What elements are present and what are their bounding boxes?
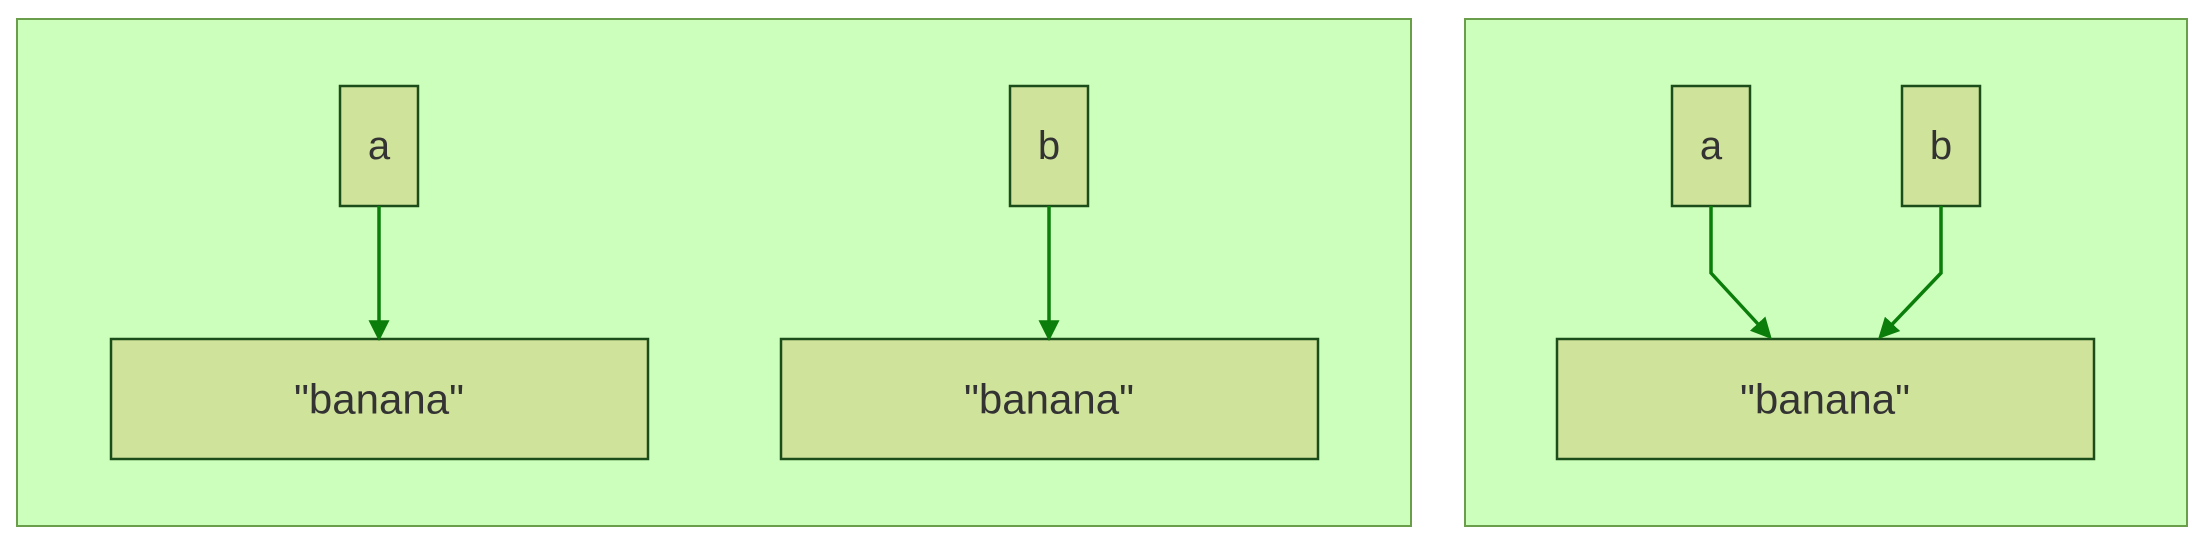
left-node-b: b xyxy=(1008,84,1090,208)
left-node-a-box xyxy=(338,84,420,208)
right-node-banana-box xyxy=(1555,337,2096,461)
left-node-b-label: b xyxy=(1038,124,1060,168)
right-node-a: a xyxy=(1670,84,1752,208)
left-node-banana-2-label: "banana" xyxy=(964,376,1134,423)
right-node-b-label: b xyxy=(1930,124,1952,168)
left-node-banana-1: "banana" xyxy=(109,337,650,461)
right-panel: a b "banana" xyxy=(1464,18,2188,527)
right-edge-b-to-banana xyxy=(1878,206,1943,340)
left-node-banana-1-label: "banana" xyxy=(294,376,464,423)
right-edge-a-to-banana xyxy=(1709,206,1772,340)
right-node-a-label: a xyxy=(1700,124,1723,168)
left-node-a: a xyxy=(338,84,420,208)
right-node-banana-label: "banana" xyxy=(1740,376,1910,423)
left-node-banana-2: "banana" xyxy=(779,337,1320,461)
left-panel: a b "banana" "banana" xyxy=(16,18,1412,527)
right-node-banana: "banana" xyxy=(1555,337,2096,461)
right-node-b: b xyxy=(1900,84,1982,208)
right-node-a-box xyxy=(1670,84,1752,208)
left-node-banana-1-box xyxy=(109,337,650,461)
left-node-a-label: a xyxy=(368,124,391,168)
left-node-banana-2-box xyxy=(779,337,1320,461)
